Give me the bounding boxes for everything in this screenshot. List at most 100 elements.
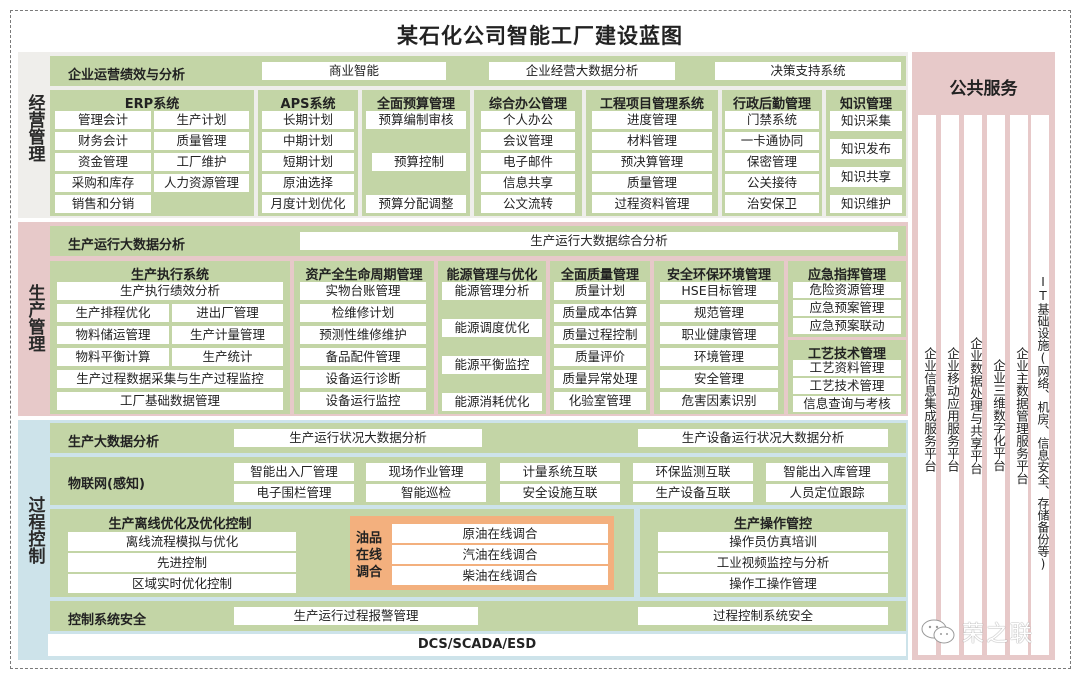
box-operation-item[interactable]: 操作员仿真培训: [658, 532, 888, 551]
box-equipment-status-bigdata[interactable]: 生产设备运行状况大数据分析: [638, 429, 888, 447]
box-energy-item[interactable]: 能源平衡监控: [442, 356, 542, 374]
box-aps-item[interactable]: 短期计划: [262, 153, 354, 171]
box-energy-item[interactable]: 能源调度优化: [442, 319, 542, 337]
box-iot-item[interactable]: 计量系统互联: [500, 463, 620, 481]
box-engineering-item[interactable]: 过程资料管理: [592, 195, 712, 213]
box-iot-item[interactable]: 环保监测互联: [633, 463, 753, 481]
box-emergency-item[interactable]: 应急预案联动: [793, 318, 901, 334]
platform-column[interactable]: 企业三维数字化平台: [987, 115, 1006, 655]
box-alarm-management[interactable]: 生产运行过程报警管理: [234, 607, 478, 625]
box-admin-item[interactable]: 治安保卫: [725, 195, 819, 213]
box-erp-item[interactable]: 生产计划: [154, 111, 249, 129]
box-business-intelligence[interactable]: 商业智能: [262, 62, 446, 80]
box-erp-item[interactable]: 工厂维护: [154, 153, 249, 171]
box-process-tech-item[interactable]: 信息查询与考核: [793, 396, 901, 412]
box-admin-item[interactable]: 公关接待: [725, 174, 819, 192]
box-iot-item[interactable]: 智能巡检: [366, 484, 486, 502]
box-mes-item[interactable]: 进出厂管理: [172, 304, 283, 322]
box-enterprise-bigdata[interactable]: 企业经营大数据分析: [489, 62, 675, 80]
platform-column[interactable]: 企业移动应用服务平台: [941, 115, 960, 655]
box-process-tech-item[interactable]: 工艺资料管理: [793, 360, 901, 376]
box-hse-item[interactable]: 职业健康管理: [660, 326, 778, 344]
box-decision-support[interactable]: 决策支持系统: [715, 62, 901, 80]
box-engineering-item[interactable]: 质量管理: [592, 174, 712, 192]
box-asset-item[interactable]: 设备运行诊断: [300, 370, 426, 388]
box-iot-item[interactable]: 人员定位跟踪: [766, 484, 888, 502]
box-mes-item[interactable]: 生产执行绩效分析: [57, 282, 283, 300]
box-asset-item[interactable]: 设备运行监控: [300, 392, 426, 410]
box-process-tech-item[interactable]: 工艺技术管理: [793, 378, 901, 394]
box-budget-item[interactable]: 预算编制审核: [366, 111, 466, 129]
box-emergency-item[interactable]: 危险资源管理: [793, 282, 901, 298]
box-operation-item[interactable]: 操作工操作管理: [658, 574, 888, 593]
box-knowledge-item[interactable]: 知识采集: [830, 111, 902, 131]
box-mes-item[interactable]: 生产排程优化: [57, 304, 169, 322]
box-energy-item[interactable]: 能源管理分析: [442, 282, 542, 300]
box-aps-item[interactable]: 原油选择: [262, 174, 354, 192]
box-aps-item[interactable]: 长期计划: [262, 111, 354, 129]
box-budget-item[interactable]: 预算控制: [372, 153, 466, 171]
box-engineering-item[interactable]: 材料管理: [592, 132, 712, 150]
box-office-item[interactable]: 个人办公: [481, 111, 575, 129]
box-admin-item[interactable]: 一卡通协同: [725, 132, 819, 150]
box-office-item[interactable]: 会议管理: [481, 132, 575, 150]
box-quality-item[interactable]: 质量评价: [554, 348, 646, 366]
box-iot-item[interactable]: 安全设施互联: [500, 484, 620, 502]
platform-column[interactable]: IT基础设施(网络、机房、信息安全、存储备份等): [1031, 115, 1050, 655]
box-quality-item[interactable]: 质量过程控制: [554, 326, 646, 344]
box-production-bigdata-comprehensive[interactable]: 生产运行大数据综合分析: [300, 232, 898, 250]
platform-column[interactable]: 企业信息集成服务平台: [918, 115, 937, 655]
box-erp-item[interactable]: 资金管理: [55, 153, 151, 171]
box-mes-item[interactable]: 生产计量管理: [172, 326, 283, 344]
box-iot-item[interactable]: 生产设备互联: [633, 484, 753, 502]
box-erp-item[interactable]: 销售和分销: [55, 195, 151, 213]
box-aps-item[interactable]: 月度计划优化: [262, 195, 354, 213]
box-energy-item[interactable]: 能源消耗优化: [442, 393, 542, 411]
box-asset-item[interactable]: 预测性维修维护: [300, 326, 426, 344]
box-mes-item[interactable]: 物料储运管理: [57, 326, 169, 344]
box-dcs-scada-esd[interactable]: DCS/SCADA/ESD: [48, 634, 906, 656]
box-quality-item[interactable]: 质量异常处理: [554, 370, 646, 388]
box-knowledge-item[interactable]: 知识共享: [830, 167, 902, 187]
box-mes-item[interactable]: 工厂基础数据管理: [57, 392, 283, 410]
box-admin-item[interactable]: 保密管理: [725, 153, 819, 171]
box-asset-item[interactable]: 实物台账管理: [300, 282, 426, 300]
box-iot-item[interactable]: 现场作业管理: [366, 463, 486, 481]
box-quality-item[interactable]: 化验室管理: [554, 392, 646, 410]
box-hse-item[interactable]: HSE目标管理: [660, 282, 778, 300]
box-quality-item[interactable]: 质量计划: [554, 282, 646, 300]
box-blending-item[interactable]: 原油在线调合: [392, 524, 608, 543]
box-offline-item[interactable]: 离线流程模拟与优化: [68, 532, 296, 551]
box-iot-item[interactable]: 智能出入厂管理: [234, 463, 354, 481]
box-knowledge-item[interactable]: 知识维护: [830, 195, 902, 213]
box-offline-item[interactable]: 区域实时优化控制: [68, 574, 296, 593]
box-operation-item[interactable]: 工业视频监控与分析: [658, 553, 888, 572]
box-offline-item[interactable]: 先进控制: [68, 553, 296, 572]
box-admin-item[interactable]: 门禁系统: [725, 111, 819, 129]
box-engineering-item[interactable]: 预决算管理: [592, 153, 712, 171]
box-hse-item[interactable]: 安全管理: [660, 370, 778, 388]
box-blending-item[interactable]: 柴油在线调合: [392, 566, 608, 585]
box-hse-item[interactable]: 危害因素识别: [660, 392, 778, 410]
box-mes-item[interactable]: 生产过程数据采集与生产过程监控: [57, 370, 283, 388]
box-erp-item[interactable]: 采购和库存: [55, 174, 151, 192]
box-production-status-bigdata[interactable]: 生产运行状况大数据分析: [234, 429, 482, 447]
platform-column[interactable]: 企业数据处理与共享平台: [964, 115, 983, 655]
box-erp-item[interactable]: 管理会计: [55, 111, 151, 129]
box-engineering-item[interactable]: 进度管理: [592, 111, 712, 129]
box-iot-item[interactable]: 智能出入库管理: [766, 463, 888, 481]
box-budget-item[interactable]: 预算分配调整: [366, 195, 466, 213]
box-asset-item[interactable]: 检维修计划: [300, 304, 426, 322]
platform-column[interactable]: 企业主数据管理服务平台: [1010, 115, 1029, 655]
box-emergency-item[interactable]: 应急预案管理: [793, 300, 901, 316]
box-aps-item[interactable]: 中期计划: [262, 132, 354, 150]
box-office-item[interactable]: 信息共享: [481, 174, 575, 192]
box-mes-item[interactable]: 物料平衡计算: [57, 348, 169, 366]
box-hse-item[interactable]: 环境管理: [660, 348, 778, 366]
box-knowledge-item[interactable]: 知识发布: [830, 139, 902, 159]
box-erp-item[interactable]: 财务会计: [55, 132, 151, 150]
box-control-system-security[interactable]: 过程控制系统安全: [638, 607, 888, 625]
box-office-item[interactable]: 电子邮件: [481, 153, 575, 171]
box-mes-item[interactable]: 生产统计: [172, 348, 283, 366]
box-erp-item[interactable]: 人力资源管理: [154, 174, 249, 192]
